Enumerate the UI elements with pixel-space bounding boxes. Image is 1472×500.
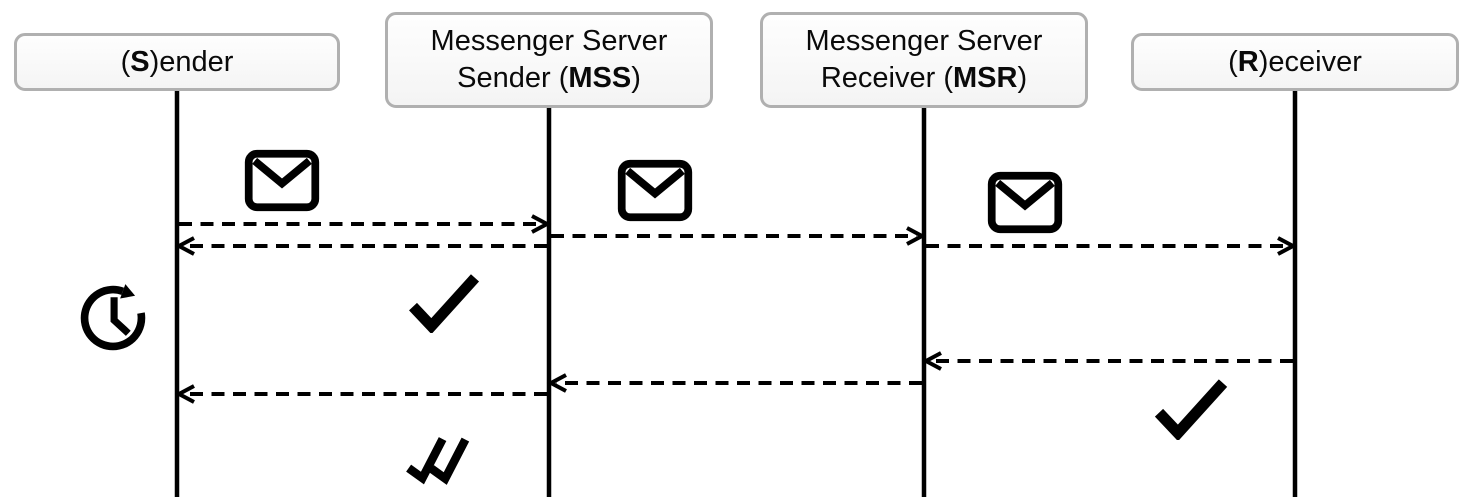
label-text: ( (120, 45, 131, 78)
arrowhead-icon (174, 236, 195, 256)
label-bold-text: MSS (568, 62, 632, 94)
label-bold-text: MSR (953, 62, 1018, 94)
label-bold-text: S (130, 45, 150, 78)
label-text: )eceiver (1258, 45, 1362, 78)
actor-label-msr-line2: Receiver (MSR) (821, 60, 1027, 97)
check-icon (413, 278, 475, 326)
arrowhead-icon (906, 226, 927, 246)
label-text: Receiver ( (820, 62, 954, 94)
retry-clock-icon (85, 284, 142, 346)
arrowhead-icon (531, 214, 552, 234)
envelope-icon (622, 164, 689, 217)
actor-box-msr: Messenger Server Receiver (MSR) (760, 12, 1088, 108)
label-text: ( (1228, 45, 1238, 78)
envelope-icon (992, 176, 1059, 229)
label-text: )ender (149, 45, 234, 78)
actor-box-sender: (S)ender (14, 33, 340, 91)
actor-label-mss-line2: Sender (MSS) (457, 60, 641, 97)
actor-box-receiver: (R)eceiver (1131, 33, 1459, 91)
actor-box-mss: Messenger Server Sender (MSS) (385, 12, 713, 108)
label-text: Sender ( (457, 62, 569, 94)
check-icon (1159, 383, 1223, 433)
label-text: ) (1017, 62, 1028, 94)
double-check-icon (404, 434, 474, 487)
actor-label-msr-line1: Messenger Server (805, 25, 1043, 57)
arrowhead-icon (921, 351, 942, 371)
actor-label-sender: (S)ender (121, 44, 234, 81)
label-bold-text: R (1237, 45, 1259, 78)
arrowhead-icon (174, 384, 195, 404)
actor-label-receiver: (R)eceiver (1228, 44, 1362, 81)
envelope-icon (249, 154, 316, 207)
label-text: ) (631, 62, 641, 94)
actor-label-mss-line1: Messenger Server (430, 25, 668, 57)
arrowhead-icon (1277, 236, 1298, 256)
arrowhead-icon (546, 373, 567, 393)
